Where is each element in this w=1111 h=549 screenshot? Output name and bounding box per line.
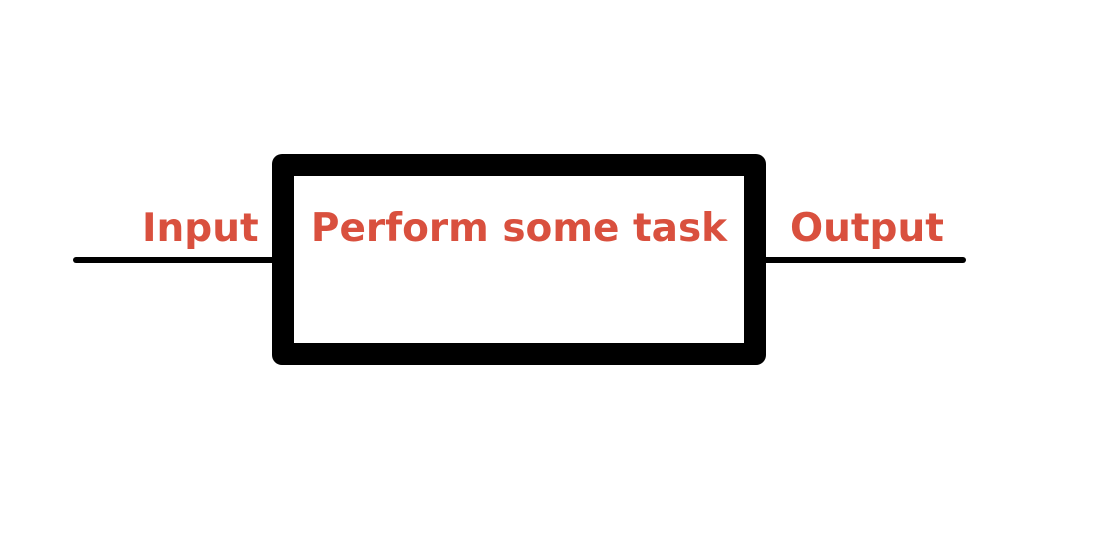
output-label: Output [790,206,944,251]
input-label: Input [142,206,259,251]
input-line [73,257,283,263]
process-box [272,154,766,365]
process-label: Perform some task [310,206,728,251]
output-line [754,257,966,263]
